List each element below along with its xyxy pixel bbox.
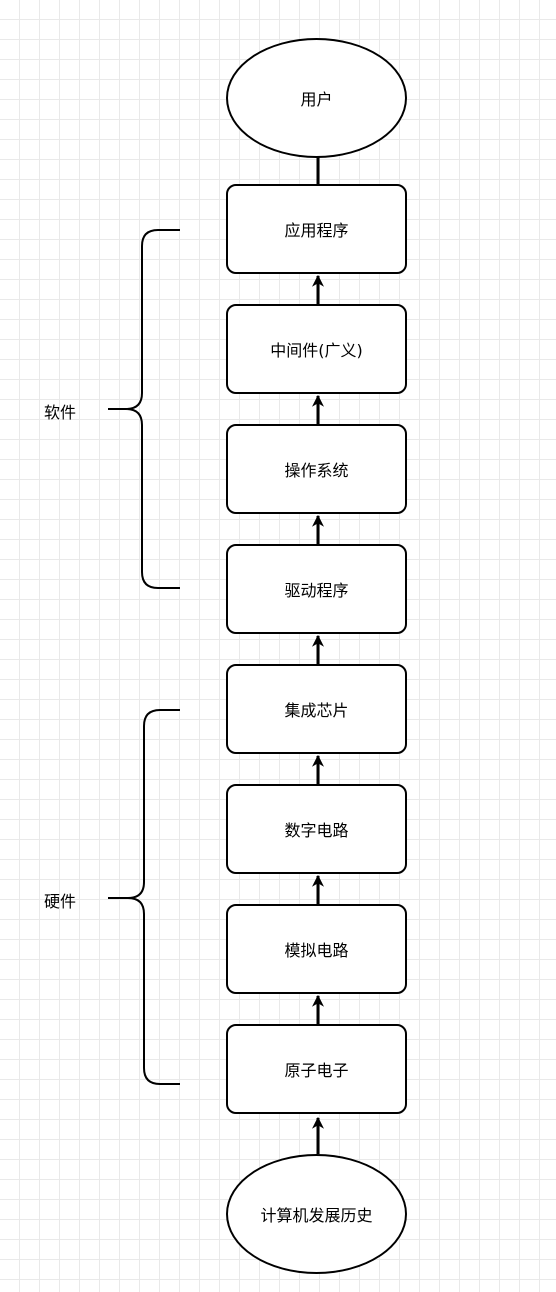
layer-analog-circuit[interactable]: 模拟电路 [226,904,407,994]
hardware-brace [108,709,180,1085]
history-node[interactable]: 计算机发展历史 [226,1154,407,1274]
software-group-label: 软件 [44,403,77,422]
software-brace [108,229,180,589]
layer-operating-system[interactable]: 操作系统 [226,424,407,514]
layer-atomic-electron[interactable]: 原子电子 [226,1024,407,1114]
hardware-group-label: 硬件 [44,892,77,911]
layer-application[interactable]: 应用程序 [226,184,407,274]
layer-integrated-chip[interactable]: 集成芯片 [226,664,407,754]
user-node[interactable]: 用户 [226,38,407,158]
layer-middleware[interactable]: 中间件(广义) [226,304,407,394]
layer-digital-circuit[interactable]: 数字电路 [226,784,407,874]
layer-driver[interactable]: 驱动程序 [226,544,407,634]
